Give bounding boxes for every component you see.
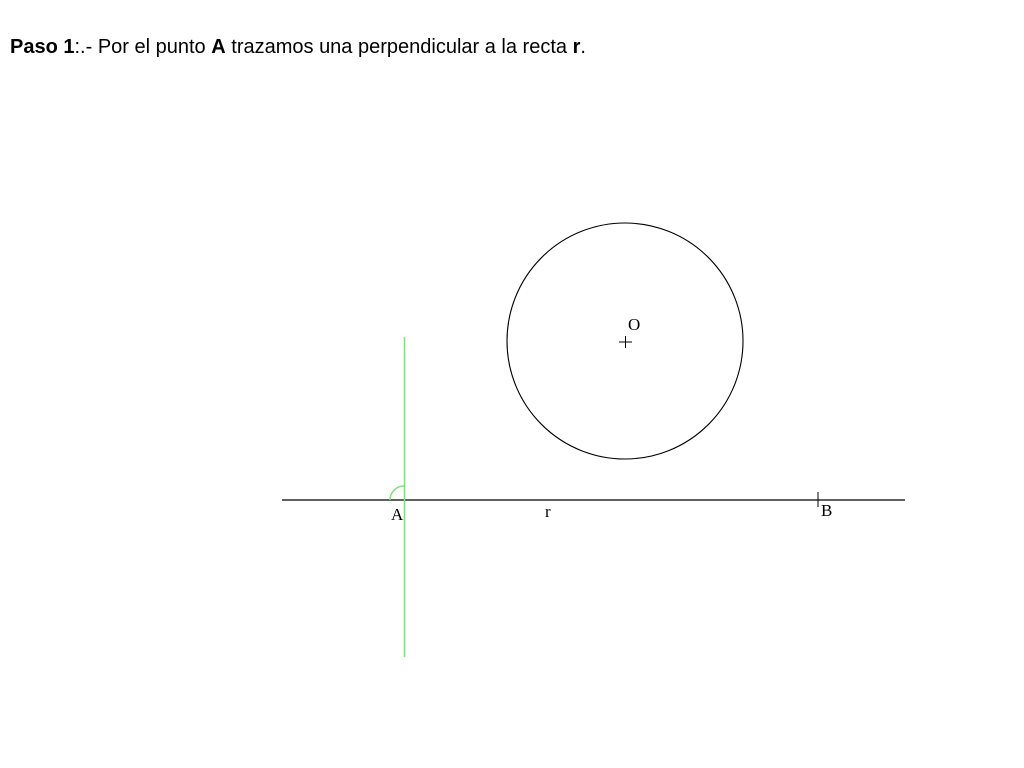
label-center-o: O <box>628 315 640 334</box>
label-point-a: A <box>391 505 404 524</box>
heading-text-end: . <box>580 36 586 58</box>
step-heading: Paso 1:.- Por el punto A trazamos una pe… <box>10 36 586 59</box>
heading-line-r: r <box>572 36 581 58</box>
step-number: Paso 1 <box>10 36 75 58</box>
heading-text-1: Por el punto <box>97 36 212 58</box>
heading-text-2: trazamos una perpendicular a la recta <box>225 36 573 58</box>
label-point-b: B <box>821 501 832 520</box>
heading-point-a: A <box>211 36 226 58</box>
step-separator: :.- <box>74 36 98 58</box>
label-line-r: r <box>545 502 551 521</box>
circle-o <box>506 222 744 460</box>
right-angle-arc <box>389 485 405 501</box>
